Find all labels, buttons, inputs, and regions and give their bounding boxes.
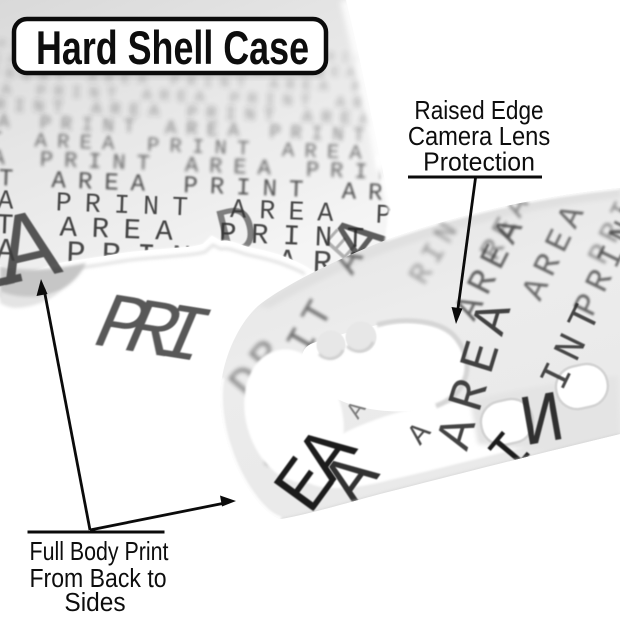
svg-text:Hard Shell Case: Hard Shell Case <box>36 21 309 74</box>
svg-text:Protection: Protection <box>423 148 535 177</box>
svg-text:Full Body Print: Full Body Print <box>29 537 168 565</box>
svg-text:From Back to: From Back to <box>29 565 166 593</box>
svg-text:Raised Edge: Raised Edge <box>414 97 543 126</box>
svg-text:Camera Lens: Camera Lens <box>408 122 550 151</box>
svg-text:Sides: Sides <box>64 589 125 618</box>
